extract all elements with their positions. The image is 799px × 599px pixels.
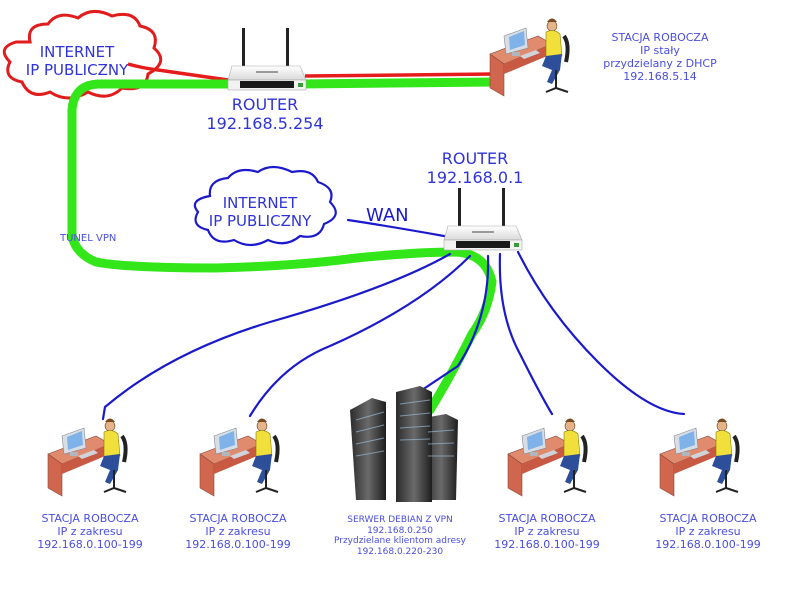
- tunnel-vpn-label: TUNEL VPN: [60, 233, 117, 244]
- wan-link-remote: [127, 62, 496, 82]
- lan-cable-1: [101, 252, 452, 421]
- lan-cables: [101, 218, 686, 421]
- vpn-tunnel: [67, 77, 500, 415]
- workstation-line3: 192.168.0.100-199: [185, 537, 291, 551]
- workstation-icon: [658, 416, 740, 498]
- workstation-line1: STACJA ROBOCZA: [611, 31, 709, 44]
- workstation-label-2: STACJA ROBOCZA IP z zakresu 192.168.0.10…: [178, 512, 298, 552]
- workstation-line2: IP z zakresu: [514, 524, 580, 538]
- cloud-line2: IP PUBLICZNY: [25, 60, 129, 79]
- workstation-label-1: STACJA ROBOCZA IP z zakresu 192.168.0.10…: [30, 512, 150, 552]
- router-ip: 192.168.0.1: [426, 167, 524, 187]
- router-title: ROUTER: [231, 95, 299, 114]
- workstation-line2: IP z zakresu: [205, 524, 271, 538]
- workstation-line1: STACJA ROBOCZA: [41, 512, 139, 525]
- server-line4: 192.168.0.220-230: [356, 546, 444, 557]
- internet-cloud-remote: [2, 10, 163, 100]
- cloud-line1: INTERNET: [39, 43, 115, 61]
- workstation-icon: [198, 416, 280, 498]
- workstation-label-3: STACJA ROBOCZA IP z zakresu 192.168.0.10…: [487, 512, 607, 552]
- workstation-icon: [506, 416, 588, 498]
- cloud-line1: INTERNET: [222, 194, 298, 212]
- workstation-line1: STACJA ROBOCZA: [189, 512, 287, 525]
- remote-router-label: ROUTER 192.168.5.254: [205, 95, 325, 134]
- main-router-label: ROUTER 192.168.0.1: [425, 149, 525, 188]
- workstation-icon: [488, 16, 570, 98]
- workstation-line4: 192.168.5.14: [623, 69, 697, 83]
- internet-cloud-main: [193, 165, 337, 247]
- workstation-line3: 192.168.0.100-199: [655, 537, 761, 551]
- server-line2: 192.168.0.250: [367, 525, 433, 536]
- lan-cable-server: [420, 254, 490, 392]
- lan-cable-2: [248, 254, 472, 418]
- workstation-line2: IP z zakresu: [675, 524, 741, 538]
- server-line1: SERWER DEBIAN Z VPN: [347, 515, 453, 525]
- server-label: SERWER DEBIAN Z VPN 192.168.0.250 Przydz…: [325, 515, 475, 557]
- router-title: ROUTER: [441, 149, 509, 168]
- workstation-icon: [46, 416, 128, 498]
- remote-workstation-label: STACJA ROBOCZA IP stały przydzielany z D…: [595, 31, 725, 84]
- workstation-line3: 192.168.0.100-199: [494, 537, 600, 551]
- remote-cloud-label: INTERNET IP PUBLICZNY: [22, 43, 132, 79]
- workstation-line2: IP stały: [640, 43, 680, 57]
- workstation-label-4: STACJA ROBOCZA IP z zakresu 192.168.0.10…: [648, 512, 768, 552]
- wireless-router-icon: [227, 27, 307, 91]
- wan-label: WAN: [366, 205, 409, 226]
- router-ip: 192.168.5.254: [206, 113, 324, 133]
- workstation-line1: STACJA ROBOCZA: [659, 512, 757, 525]
- server-rack-icon: [350, 386, 458, 502]
- main-cloud-label: INTERNET IP PUBLICZNY: [205, 194, 315, 230]
- lan-cable-3: [498, 252, 554, 416]
- workstation-line3: 192.168.0.100-199: [37, 537, 143, 551]
- lan-cable-4: [516, 250, 686, 416]
- wireless-router-icon: [443, 187, 523, 251]
- workstation-line1: STACJA ROBOCZA: [498, 512, 596, 525]
- workstation-line3: przydzielany z DHCP: [603, 56, 717, 70]
- wan-link-main: [346, 218, 446, 238]
- cloud-line2: IP PUBLICZNY: [208, 211, 312, 230]
- server-line3: Przydzielane klientom adresy: [333, 536, 466, 547]
- workstation-line2: IP z zakresu: [57, 524, 123, 538]
